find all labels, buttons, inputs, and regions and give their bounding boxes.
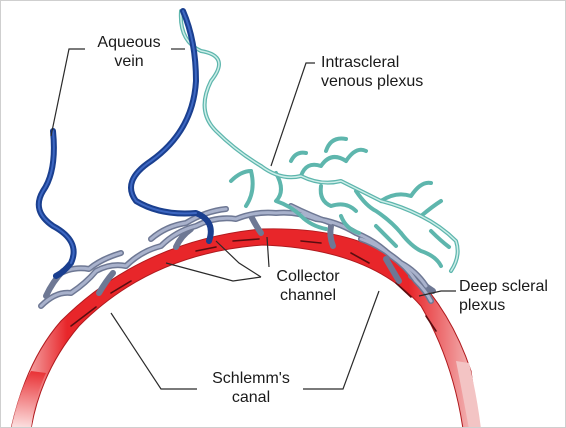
- label-aqueous-vein: Aqueous vein: [85, 33, 173, 71]
- label-collector-channel: Collector channel: [263, 267, 353, 305]
- label-deep-scleral-plexus: Deep scleral plexus: [459, 277, 548, 315]
- label-intrascleral-venous-plexus: Intrascleral venous plexus: [321, 53, 423, 91]
- label-schlemms-canal: Schlemm's canal: [199, 369, 303, 407]
